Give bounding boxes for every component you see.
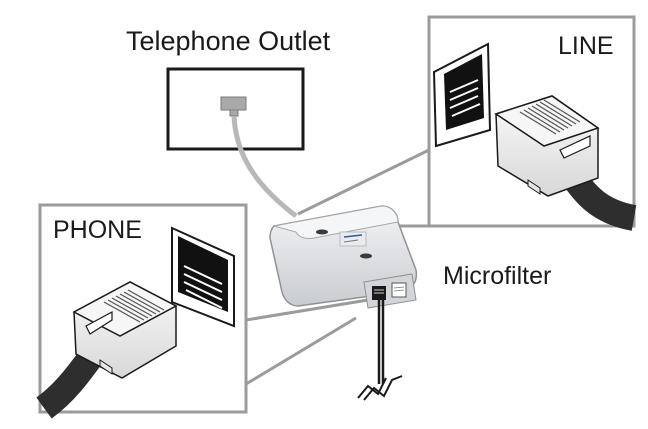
line-label: LINE <box>558 32 614 60</box>
phone-callout-leader-top <box>245 298 369 322</box>
line-callout <box>297 15 637 231</box>
telephone-outlet-label: Telephone Outlet <box>126 26 331 56</box>
phone-callout <box>36 203 369 419</box>
phone-callout-leader-bottom <box>245 316 357 386</box>
cable-break-icon <box>363 375 403 401</box>
telephone-outlet <box>166 67 305 218</box>
microfilter-notch-right <box>360 253 372 259</box>
microfilter-notch-left <box>316 229 328 235</box>
microfilter-phone-port <box>372 286 386 300</box>
phone-lead-cable <box>357 300 403 401</box>
microfilter-icon <box>269 205 418 309</box>
phone-jack-icon <box>171 226 235 328</box>
phone-label: PHONE <box>53 216 142 244</box>
microfilter-label <box>339 231 367 247</box>
outlet-cable <box>231 115 298 218</box>
line-plug-icon <box>494 95 600 197</box>
line-jack-icon <box>432 42 492 148</box>
line-callout-leader-top <box>297 148 430 216</box>
microfilter-line-port <box>391 282 407 298</box>
microfilter-label-text: Microfilter <box>443 262 552 290</box>
microfilter-top-face <box>273 205 399 239</box>
phone-plug-icon <box>72 281 178 379</box>
